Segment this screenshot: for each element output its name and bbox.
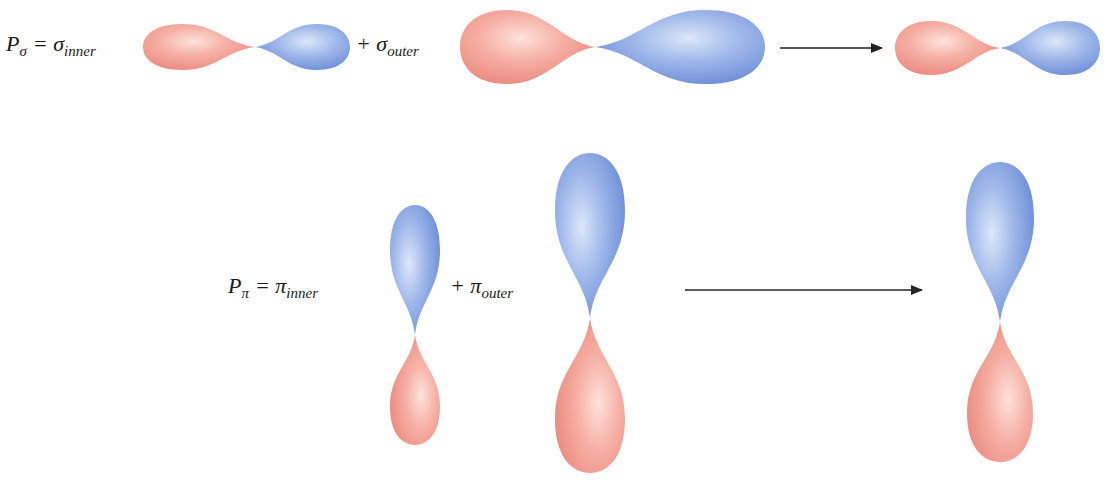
blue-lobe xyxy=(595,10,765,84)
subscript-label: π xyxy=(241,285,249,301)
blue-lobe xyxy=(966,162,1034,322)
pi-inner-orbital xyxy=(390,205,440,445)
sigma-outer-term: + σouter xyxy=(356,31,419,60)
red-lobe xyxy=(555,318,625,473)
symbol-label: + σ xyxy=(356,31,387,56)
symbol-label: = π xyxy=(255,273,286,298)
subscript-label: inner xyxy=(64,43,96,59)
pi-outer-orbital xyxy=(555,153,625,473)
reaction-arrow xyxy=(685,289,922,291)
symbol-label: P xyxy=(228,273,241,298)
sigma-inner-orbital xyxy=(143,24,350,70)
subscript-label: σ xyxy=(19,43,26,59)
blue-lobe xyxy=(390,205,440,335)
sigma-equation: Pσ = σinner xyxy=(6,31,96,60)
reaction-arrow xyxy=(780,47,882,49)
blue-lobe xyxy=(255,24,350,70)
subscript-label: outer xyxy=(481,285,513,301)
red-lobe xyxy=(390,335,440,445)
pi-outer-term: + πouter xyxy=(450,273,513,302)
subscript-label: outer xyxy=(387,43,419,59)
pi-equation: Pπ = πinner xyxy=(228,273,318,302)
symbol-label: = σ xyxy=(33,31,64,56)
sigma-result-orbital xyxy=(895,21,1100,75)
red-lobe xyxy=(967,322,1033,462)
sigma-outer-orbital xyxy=(460,10,765,84)
blue-lobe xyxy=(1000,21,1100,75)
subscript-label: inner xyxy=(286,285,318,301)
pi-result-orbital xyxy=(966,162,1034,462)
red-lobe xyxy=(460,10,595,84)
red-lobe xyxy=(895,21,1000,75)
blue-lobe xyxy=(555,153,625,318)
symbol-label: + π xyxy=(450,273,481,298)
red-lobe xyxy=(143,24,255,70)
symbol-label: P xyxy=(6,31,19,56)
